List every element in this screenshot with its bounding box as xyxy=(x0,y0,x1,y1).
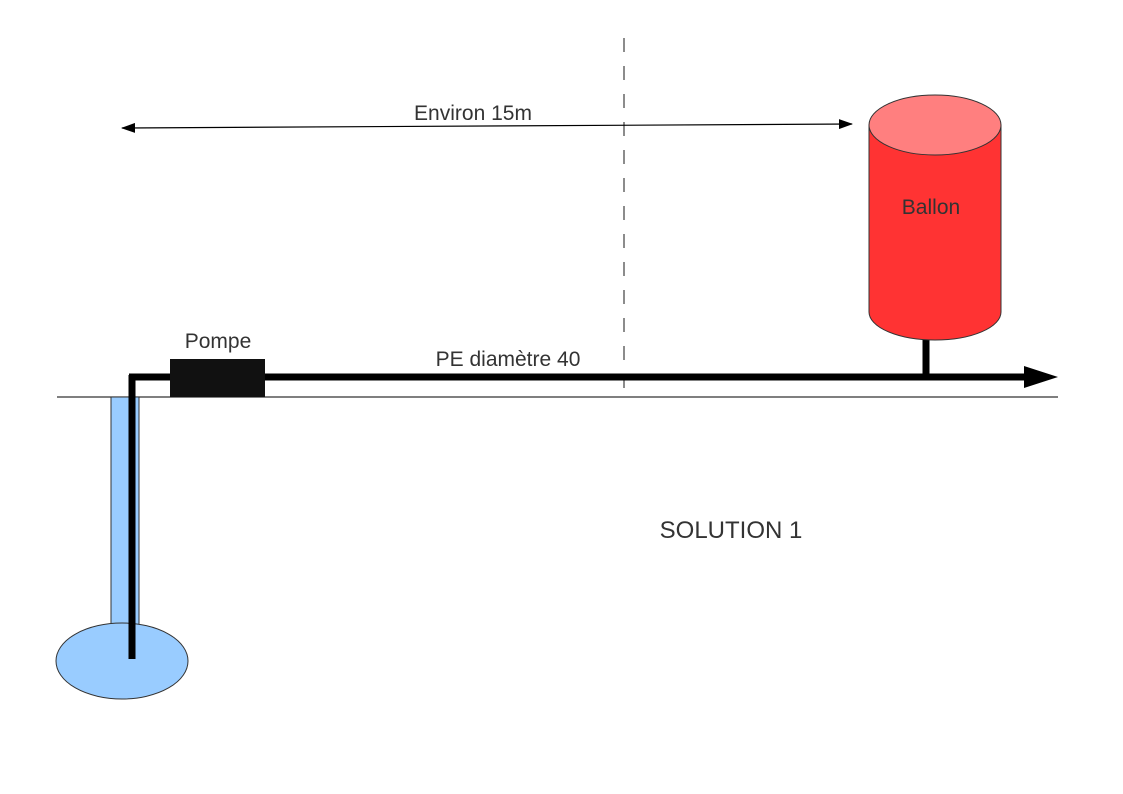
water-pool xyxy=(55,622,189,700)
distance-label: Environ 15m xyxy=(414,102,532,125)
distance-arrow xyxy=(121,119,853,133)
pump-block xyxy=(170,359,265,397)
pipe-arrowhead xyxy=(1024,366,1058,388)
tank-label: Ballon xyxy=(902,196,960,219)
tank-body xyxy=(868,124,1002,341)
pump-label: Pompe xyxy=(185,330,252,353)
tank-top xyxy=(868,94,1002,156)
pipe-label: PE diamètre 40 xyxy=(436,348,581,371)
solution-label: SOLUTION 1 xyxy=(660,517,803,544)
